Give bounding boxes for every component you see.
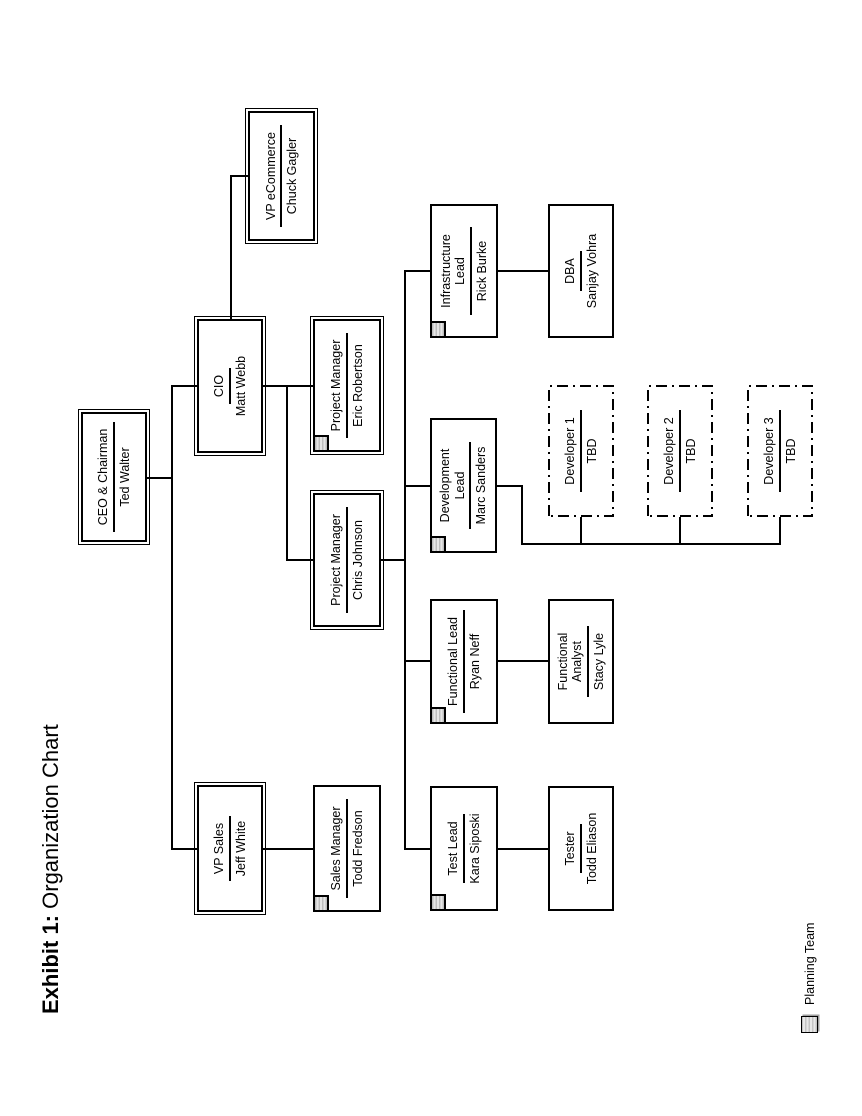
planning-team-marker — [313, 895, 329, 912]
title-text: Organization Chart — [38, 724, 63, 909]
node-title: VP eCommerce — [263, 125, 282, 227]
planning-team-marker — [430, 321, 446, 338]
connector-leads-bus — [404, 270, 406, 850]
node-title-line1: Development — [438, 448, 453, 523]
node-title-line2: Lead — [453, 257, 468, 285]
planning-team-swatch — [801, 1016, 818, 1033]
node-person: TBD — [584, 438, 599, 464]
page-title: Exhibit 1: Organization Chart — [38, 724, 64, 1014]
connector-testlead-stub — [404, 848, 431, 850]
node-person: Eric Robertson — [350, 344, 365, 427]
connector-devlead-stub — [404, 485, 431, 487]
node-title: DBA — [563, 251, 582, 291]
org-node-dba: DBA Sanjay Vohra — [548, 204, 614, 338]
connector-chris-branch-v — [286, 559, 314, 561]
connector-developer1-stub — [580, 517, 582, 545]
node-person: TBD — [683, 438, 698, 464]
connector-cio-ecommerce-h — [230, 175, 232, 319]
node-title-line1: Infrastructure — [438, 234, 453, 308]
org-node-developer-1: Developer 1 TBD — [548, 385, 614, 517]
node-person: Todd Eliason — [584, 812, 599, 885]
planning-team-marker — [430, 707, 446, 724]
node-person: Ted Walter — [117, 447, 132, 507]
node-person: Kara Siposki — [467, 813, 482, 884]
connector-testlead-tester — [498, 848, 549, 850]
node-title-line2: Analyst — [570, 641, 585, 682]
connector-vpsales-salesmgr — [263, 848, 314, 850]
legend: Planning Team — [801, 923, 818, 1033]
org-node-test-lead: Test Lead Kara Siposki — [430, 786, 498, 911]
org-node-functional-lead: Functional Lead Ryan Neff — [430, 599, 498, 724]
node-title: Developer 1 — [563, 410, 582, 492]
connector-top-bus — [171, 385, 173, 850]
planning-team-marker — [430, 894, 446, 911]
connector-cio-drop — [171, 385, 198, 387]
connector-funclead-analyst — [498, 660, 549, 662]
node-person: Ryan Neff — [467, 633, 482, 690]
org-node-project-manager-eric: Project Manager Eric Robertson — [311, 313, 383, 458]
dashdot-border — [647, 385, 713, 517]
connector-ecommerce-drop — [230, 175, 249, 177]
node-title: Test Lead — [446, 814, 465, 883]
node-title-line2: Lead — [452, 471, 467, 500]
planning-team-marker — [430, 536, 446, 553]
node-title: Tester — [563, 824, 582, 873]
org-node-vp-sales: VP Sales Jeff White — [195, 779, 265, 918]
node-person: Rick Burke — [474, 240, 489, 302]
node-title: Developer 3 — [762, 410, 781, 492]
connector-developer2-stub — [679, 517, 681, 545]
org-node-tester: Tester Todd Eliason — [548, 786, 614, 911]
node-person: Jeff White — [233, 820, 248, 877]
connector-ceo-drop — [147, 477, 173, 479]
node-title: Sales Manager — [329, 799, 348, 898]
node-person: TBD — [783, 438, 798, 464]
node-person: Marc Sanders — [474, 446, 489, 525]
org-node-developer-3: Developer 3 TBD — [747, 385, 813, 517]
connector-devlead-drop — [497, 485, 523, 487]
node-title: Functional Lead — [446, 610, 465, 713]
node-person: Stacy Lyle — [591, 632, 606, 691]
connector-vp-sales-drop — [171, 848, 198, 850]
connector-chris-branch-h — [286, 385, 288, 561]
org-node-project-manager-chris: Project Manager Chris Johnson — [311, 487, 383, 633]
node-title: Developer 2 — [662, 410, 681, 492]
title-exhibit-label: Exhibit 1: — [38, 908, 63, 1014]
node-person: Todd Fredson — [350, 810, 365, 887]
node-person: Chris Johnson — [350, 520, 365, 600]
node-title: CEO & Chairman — [96, 421, 115, 533]
org-node-cio: CIO Matt Webb — [195, 312, 265, 460]
node-person: Matt Webb — [233, 355, 248, 417]
connector-funclead-stub — [404, 660, 431, 662]
connector-developer3-stub — [779, 517, 781, 545]
org-node-ceo: CEO & Chairman Ted Walter — [79, 406, 149, 548]
node-title: VP Sales — [212, 815, 231, 882]
dashdot-border — [548, 385, 614, 517]
node-person: Chuck Gagler — [285, 137, 299, 215]
planning-team-marker — [313, 435, 329, 452]
node-title-line1: Functional — [555, 632, 570, 691]
connector-developers-bus — [521, 543, 781, 545]
node-person: Sanjay Vohra — [584, 233, 599, 309]
node-title: Project Manager — [329, 507, 348, 613]
connector-infralead-stub — [404, 270, 431, 272]
connector-chris-to-bus — [381, 559, 406, 561]
connector-devlead-jog — [521, 485, 523, 545]
dashdot-border — [747, 385, 813, 517]
org-node-developer-2: Developer 2 TBD — [647, 385, 713, 517]
node-title: Project Manager — [329, 332, 348, 439]
connector-infralead-dba — [498, 270, 549, 272]
node-title: CIO — [212, 367, 231, 405]
org-node-vp-ecommerce: VP eCommerce Chuck Gagler — [246, 105, 317, 247]
org-node-sales-manager: Sales Manager Todd Fredson — [313, 785, 381, 912]
legend-label: Planning Team — [802, 922, 817, 1005]
connector-cio-eric — [263, 385, 314, 387]
